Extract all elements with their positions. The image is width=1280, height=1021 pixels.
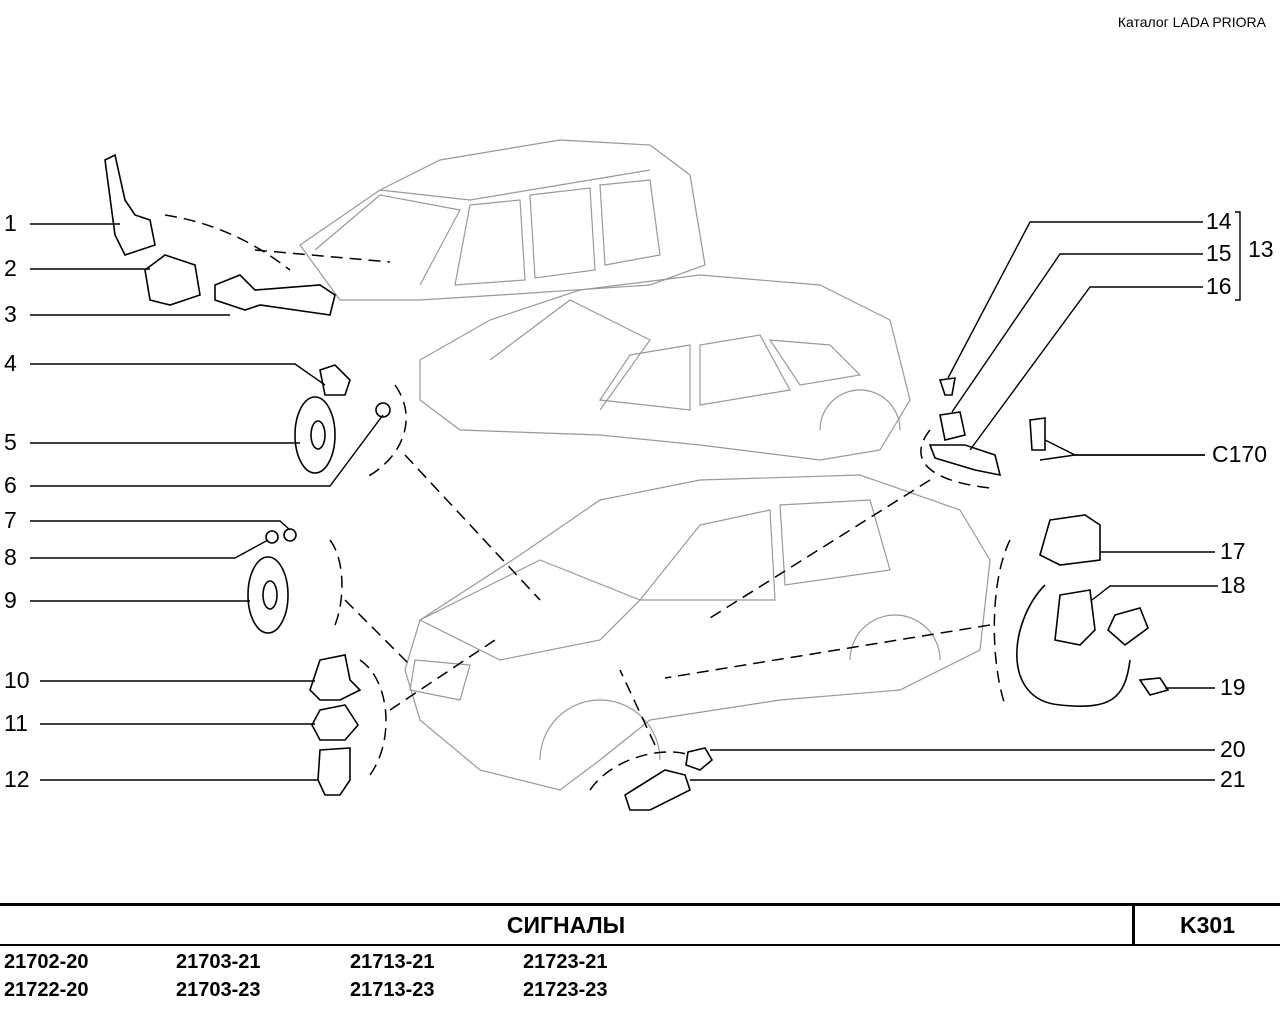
wagon-windshield — [314, 194, 461, 286]
connector-17-part — [1039, 514, 1101, 566]
page-code: K301 — [1180, 912, 1235, 938]
callout-21: 21 — [1220, 766, 1246, 792]
callout-6: 6 — [4, 472, 17, 498]
model-code: 21722-20 — [4, 979, 89, 1001]
bracket-16-part — [928, 444, 1002, 477]
cap-10-part — [309, 654, 362, 701]
wiper-switch-part — [214, 274, 336, 316]
switch-15-part — [939, 411, 966, 441]
wagon-roof — [379, 169, 651, 201]
bracket-18-part — [1054, 589, 1096, 646]
callout-1: 1 — [4, 210, 17, 236]
parts-diagram — [30, 139, 1241, 811]
hatch-windshield — [489, 299, 651, 411]
nut-7-part — [283, 528, 297, 542]
callout-19: 19 — [1220, 674, 1246, 700]
model-code: 21713-23 — [350, 979, 435, 1001]
footer-top-rule — [0, 903, 1280, 906]
cap-11-part — [311, 704, 359, 741]
callout-12: 12 — [4, 766, 30, 792]
hatch-windows — [598, 334, 862, 411]
callout-16: 16 — [1206, 273, 1232, 299]
model-code: 21703-21 — [176, 951, 261, 973]
callout-4: 4 — [4, 350, 17, 376]
callout-2: 2 — [4, 255, 17, 281]
nut-20-part — [685, 747, 714, 771]
callout-7: 7 — [4, 507, 17, 533]
hatch-wheel — [819, 389, 901, 431]
footer-divider — [1132, 903, 1135, 946]
callout-14: 14 — [1206, 208, 1232, 234]
screw-14-part — [938, 377, 956, 396]
model-code: 21703-23 — [176, 979, 261, 1001]
callout-3: 3 — [4, 301, 17, 327]
callout-17: 17 — [1220, 538, 1246, 564]
model-code: 21713-21 — [350, 951, 435, 973]
wagon-body — [299, 139, 706, 301]
sedan-hood — [418, 559, 642, 661]
bolt-c170-part — [1029, 417, 1046, 451]
callout-15: 15 — [1206, 240, 1232, 266]
sedan-front-wheel — [539, 699, 661, 761]
callout-c170: C170 — [1212, 441, 1267, 467]
horn-nut-part — [375, 402, 391, 418]
wagon-windows — [454, 179, 661, 286]
switch-housing-part — [144, 254, 201, 306]
model-code: 21702-20 — [4, 951, 89, 973]
callout-13: 13 — [1248, 236, 1274, 262]
washer-8-part — [265, 530, 279, 544]
sedan-rear-wheel — [849, 614, 941, 661]
callout-11: 11 — [4, 710, 28, 736]
catalog-title: Каталог LADA PRIORA — [1117, 14, 1266, 30]
model-code: 21723-21 — [523, 951, 608, 973]
sedan-grille — [409, 659, 471, 701]
model-code: 21723-23 — [523, 979, 608, 1001]
callout-9: 9 — [4, 587, 17, 613]
sedan-windows — [638, 499, 891, 601]
switch-12-part — [317, 747, 351, 796]
callout-20: 20 — [1220, 736, 1246, 762]
section-title: СИГНАЛЫ — [506, 912, 626, 938]
footer-bottom-rule — [0, 944, 1280, 946]
callout-10: 10 — [4, 667, 30, 693]
turn-signal-switch-part — [104, 153, 156, 256]
horn-high-part — [294, 396, 336, 474]
harness-part — [1016, 584, 1131, 707]
hatch-body — [419, 274, 911, 461]
sensor-18-part — [1107, 607, 1149, 647]
horn-low-part — [247, 556, 289, 634]
callout-8: 8 — [4, 544, 17, 570]
callout-18: 18 — [1220, 572, 1246, 598]
callout-5: 5 — [4, 429, 17, 455]
horn-bracket-part — [319, 364, 351, 396]
sensor-21-part — [624, 769, 691, 811]
sedan-body — [404, 474, 991, 791]
screw-19-part — [1138, 677, 1170, 696]
